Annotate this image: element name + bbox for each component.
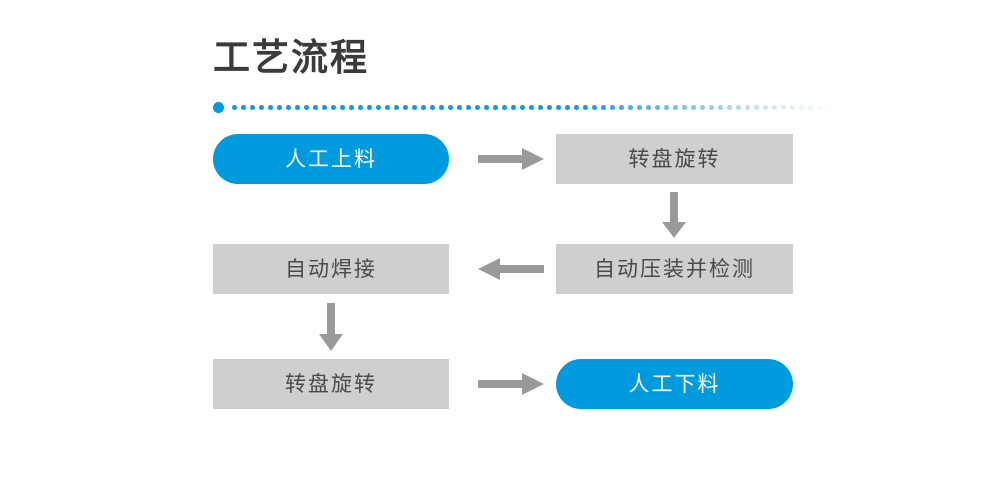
flow-node-auto-press-test[interactable]: 自动压装并检测 — [556, 244, 793, 294]
flow-node-manual-loading[interactable]: 人工上料 — [213, 134, 449, 184]
flow-node-label: 人工上料 — [285, 146, 377, 171]
arrow-down-icon-welding-to-turntable — [319, 303, 343, 351]
flow-node-auto-welding[interactable]: 自动焊接 — [213, 244, 449, 294]
page-title: 工艺流程 — [213, 36, 369, 79]
arrow-down-icon-turntable-to-press — [662, 192, 686, 238]
title-divider — [213, 100, 833, 114]
flow-node-label: 转盘旋转 — [285, 371, 377, 396]
divider-lead-dot — [213, 102, 224, 113]
flow-node-label: 自动压装并检测 — [594, 256, 755, 281]
flow-node-label: 转盘旋转 — [628, 146, 721, 171]
flow-node-turntable-top[interactable]: 转盘旋转 — [556, 134, 793, 184]
flow-node-label: 人工下料 — [628, 371, 721, 396]
flow-node-manual-unloading[interactable]: 人工下料 — [556, 359, 793, 409]
title-block: 工艺流程 — [213, 36, 833, 79]
flow-node-turntable-bottom[interactable]: 转盘旋转 — [213, 359, 449, 409]
divider-dotted-line — [230, 105, 833, 110]
flow-node-label: 自动焊接 — [285, 256, 377, 281]
arrow-right-icon-turntable-to-unloading — [478, 373, 544, 395]
arrow-right-icon-loading-to-turntable — [478, 148, 544, 170]
arrow-left-icon-press-to-welding — [478, 258, 544, 280]
